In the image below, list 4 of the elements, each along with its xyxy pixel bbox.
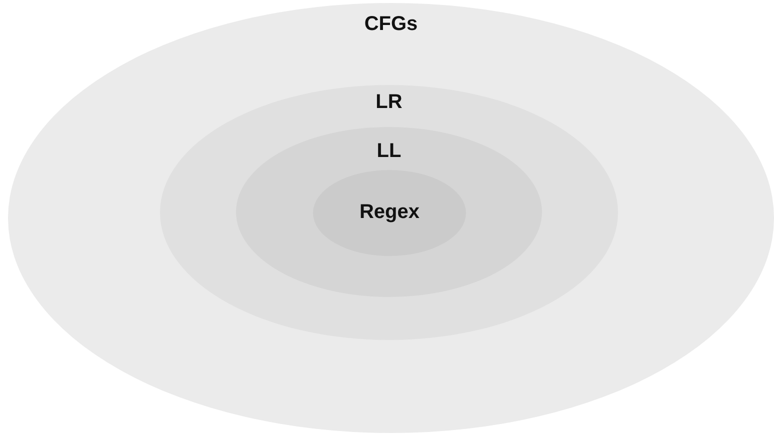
set-label: LL <box>376 139 402 163</box>
set-label: LR <box>376 90 402 114</box>
set-label: CFGs <box>364 12 418 36</box>
set-label: Regex <box>359 200 420 224</box>
